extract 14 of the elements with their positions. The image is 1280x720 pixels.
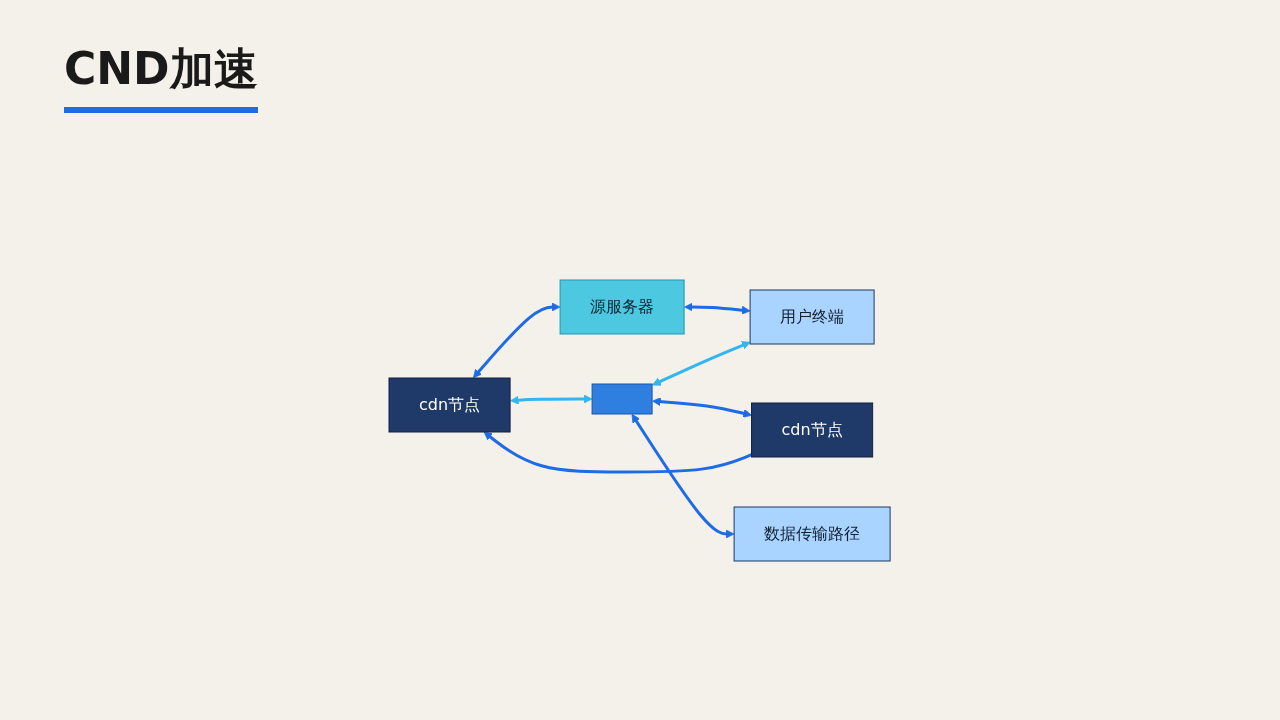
title: CND加速: [64, 40, 258, 113]
arrow: [652, 396, 753, 418]
node-box: 用户终端: [750, 289, 876, 344]
arrow: [473, 302, 561, 378]
arrow: [484, 431, 753, 473]
node-box: cdn节点: [388, 377, 512, 432]
node-box: [592, 383, 654, 414]
arrow: [510, 394, 593, 405]
arrow: [652, 340, 751, 386]
node-box: 源服务器: [560, 279, 686, 334]
arrow: [632, 413, 735, 538]
node-box: 数据传输路径: [734, 506, 892, 561]
node-box: cdn节点: [751, 402, 874, 457]
arrow: [684, 302, 751, 315]
